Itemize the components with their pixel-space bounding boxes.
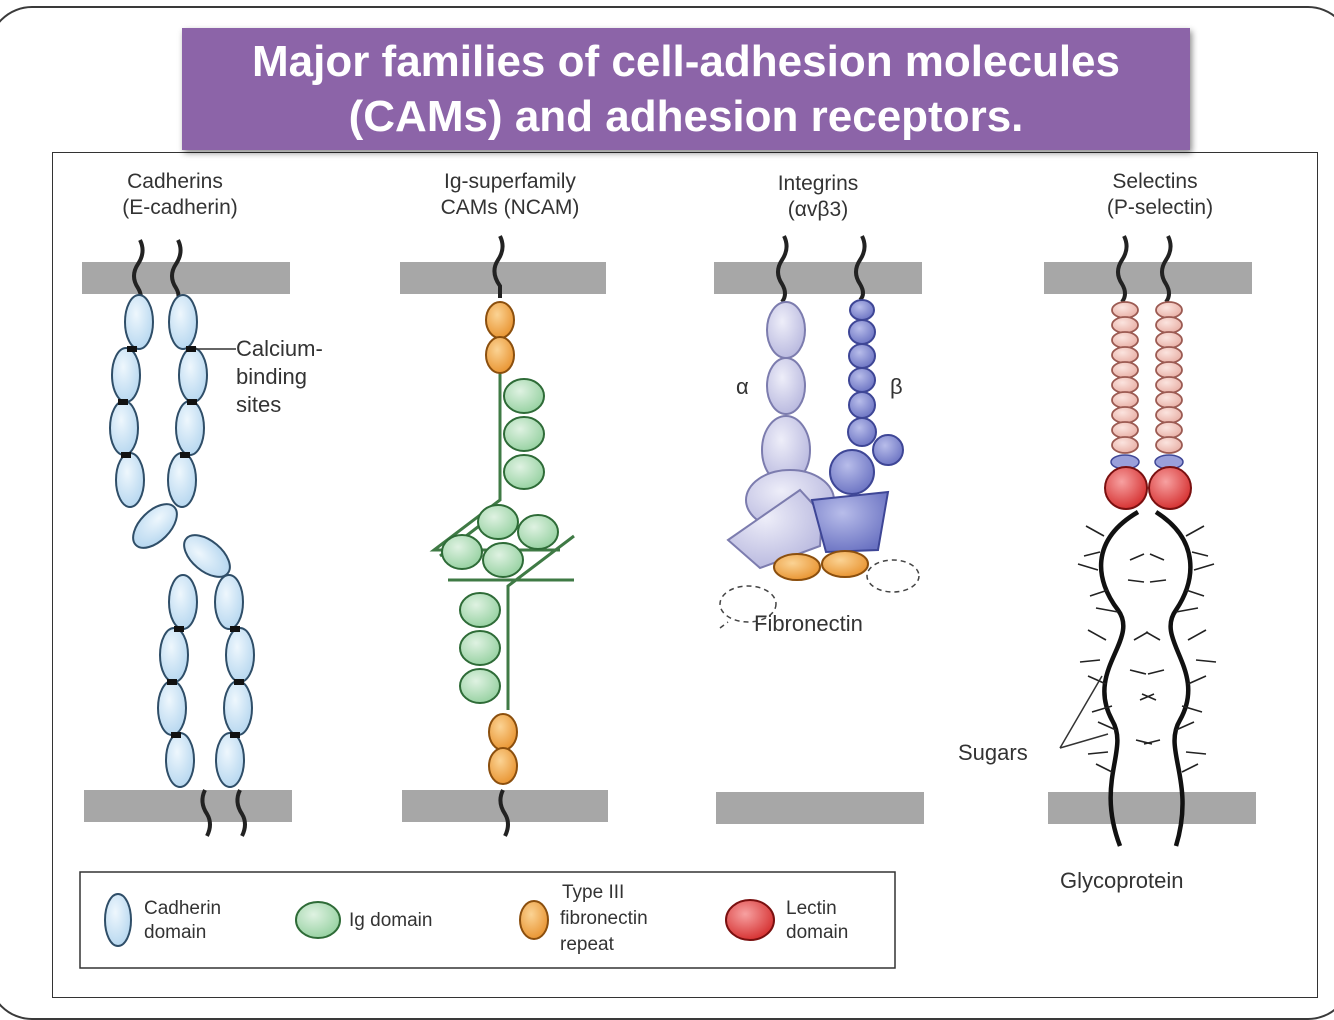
cadherins-header: Cadherins <box>127 170 223 193</box>
ig-superfamily-example: CAMs (NCAM) <box>441 196 580 219</box>
glycoprotein-label: Glycoprotein <box>1060 868 1184 893</box>
svg-text:Type III: Type III <box>562 882 624 903</box>
membrane-bottom-integrin <box>716 792 924 824</box>
svg-text:domain: domain <box>786 922 848 943</box>
integrins-header: Integrins <box>778 172 859 195</box>
svg-text:Lectin: Lectin <box>786 898 837 919</box>
fibronectin-label: Fibronectin <box>754 611 863 636</box>
ig-superfamily-header: Ig-superfamily <box>444 170 576 193</box>
legend-ig-domain: Ig domain <box>295 901 432 939</box>
svg-text:Cadherin: Cadherin <box>144 898 221 919</box>
beta-label: β <box>890 374 903 399</box>
svg-text:repeat: repeat <box>560 934 615 955</box>
membrane-bottom-cadherin <box>84 790 292 822</box>
column-headers: Cadherins (E-cadherin) Ig-superfamily CA… <box>122 170 1213 221</box>
membrane-top-integrin <box>714 262 922 294</box>
svg-text:Calcium-: Calcium- <box>236 336 323 361</box>
integrin-alpha-chain <box>726 301 835 570</box>
integrins-example: (αvβ3) <box>788 198 848 221</box>
membrane-top-selectin <box>1044 262 1252 294</box>
membranes <box>82 262 1256 824</box>
title-line-1: Major families of cell-adhesion molecule… <box>251 37 1121 86</box>
legend-lectin-domain: Lectin domain <box>725 898 848 943</box>
membrane-bottom-selectin <box>1048 792 1256 824</box>
selectins-example: (P-selectin) <box>1107 196 1213 219</box>
calcium-label: Calcium- binding sites <box>236 336 323 417</box>
svg-text:Ig domain: Ig domain <box>349 910 432 931</box>
ncam-dimer <box>429 235 575 837</box>
selectin-dimer: Sugars Glycoprotein <box>958 235 1217 893</box>
cadherins-example: (E-cadherin) <box>122 196 238 219</box>
title-line-2: (CAMs) and adhesion receptors. <box>348 92 1024 141</box>
legend-fibronectin-repeat: Type III fibronectin repeat <box>519 882 648 955</box>
sugars-label: Sugars <box>958 740 1028 765</box>
title-banner: Major families of cell-adhesion molecule… <box>182 28 1190 150</box>
legend: Cadherin domain Ig domain Type III fibro… <box>79 871 896 969</box>
svg-text:sites: sites <box>236 392 281 417</box>
svg-text:domain: domain <box>144 922 206 943</box>
membrane-top-ig <box>400 262 606 294</box>
integrin-heterodimer: α β Fibronectin <box>719 235 920 636</box>
selectins-header: Selectins <box>1112 170 1197 193</box>
svg-text:binding: binding <box>236 364 307 389</box>
membrane-top-cadherin <box>82 262 290 294</box>
integrin-beta-chain <box>810 299 904 554</box>
legend-cadherin-domain: Cadherin domain <box>104 893 221 947</box>
svg-text:fibronectin: fibronectin <box>560 908 648 929</box>
cadherin-dimer <box>109 239 255 837</box>
alpha-label: α <box>736 374 749 399</box>
